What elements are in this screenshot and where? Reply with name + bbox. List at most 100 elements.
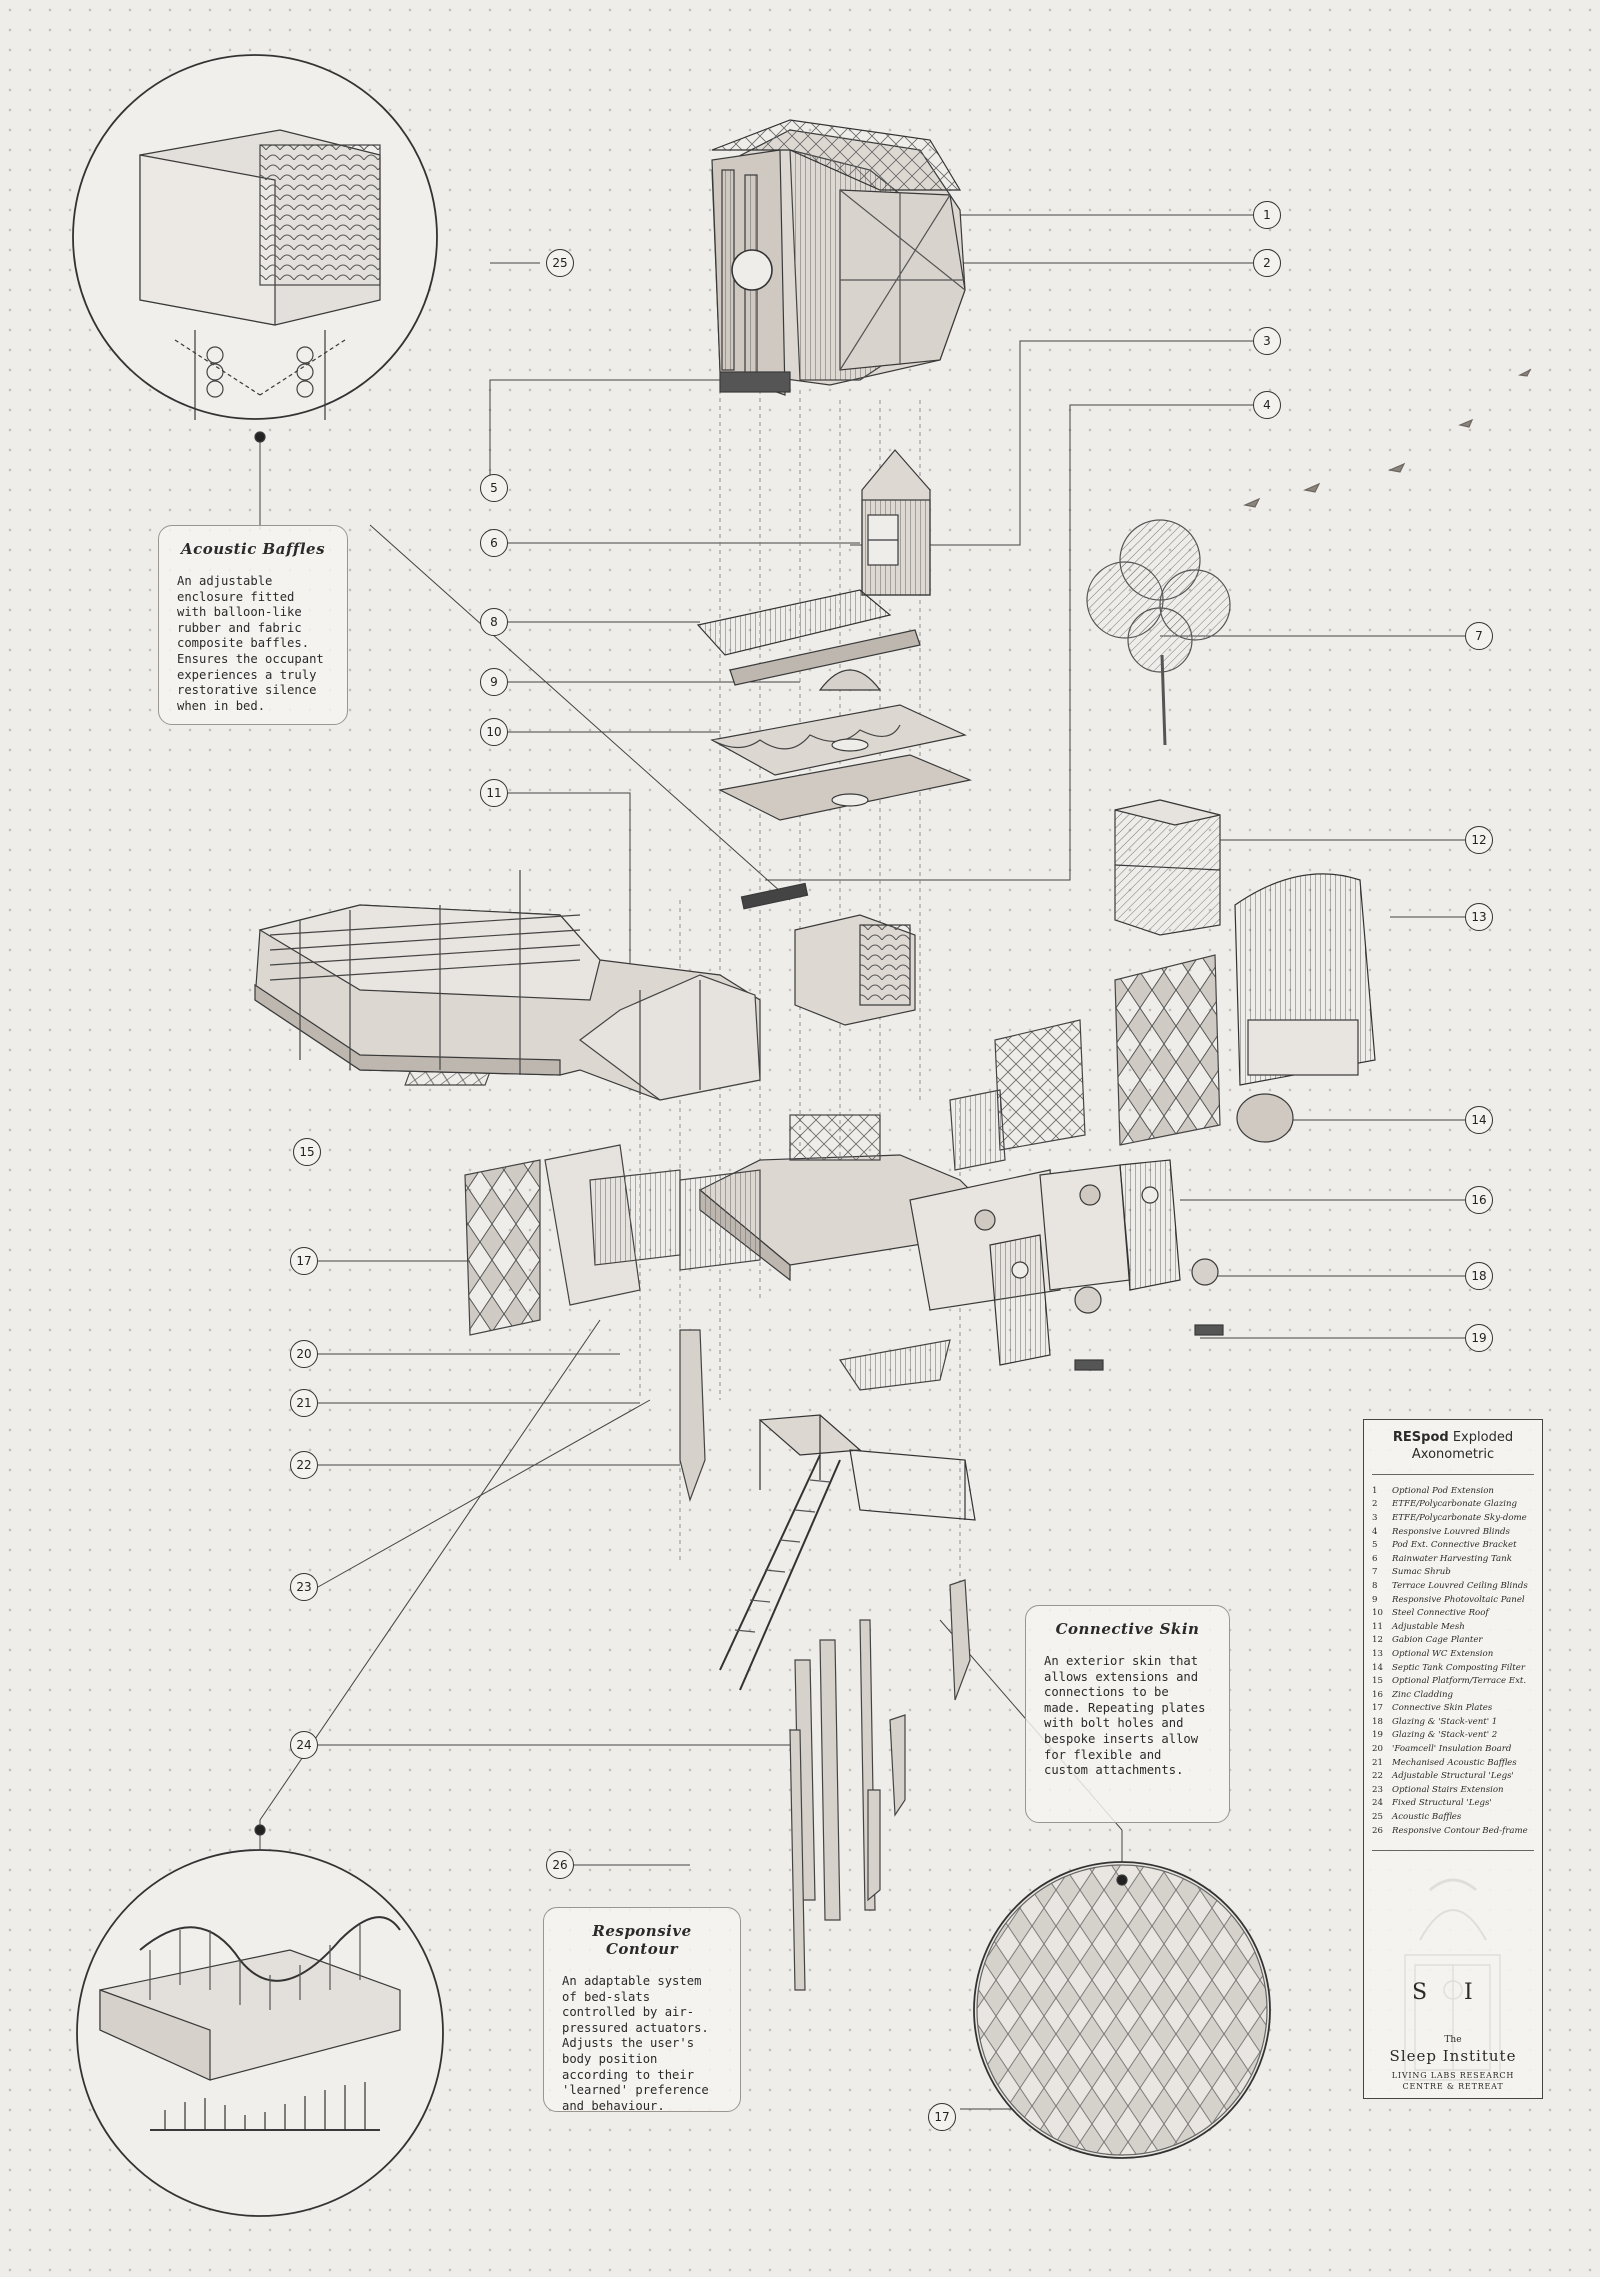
note-skin-title: Connective Skin xyxy=(1055,1620,1200,1638)
legend-item-text: ETFE/Polycarbonate Sky-dome xyxy=(1392,1512,1527,1523)
callout-12: 12 xyxy=(1465,826,1493,854)
baffle-enclosure xyxy=(794,914,916,1026)
callout-10: 10 xyxy=(480,718,508,746)
legend-item-text: Adjustable Structural 'Legs' xyxy=(1392,1771,1514,1782)
callout-7: 7 xyxy=(1465,622,1493,650)
callout-15: 15 xyxy=(293,1138,321,1166)
callout-11: 11 xyxy=(480,779,508,807)
legend-item-text: Zinc Cladding xyxy=(1392,1689,1454,1700)
legend-item-number: 26 xyxy=(1372,1825,1383,1836)
legend-item-text: Acoustic Baffles xyxy=(1392,1812,1462,1823)
legend-item: 3 ETFE/Polycarbonate Sky-dome xyxy=(1372,1512,1536,1526)
callout-13: 13 xyxy=(1465,903,1493,931)
leader-lines xyxy=(259,214,1465,2110)
legend-item-text: Terrace Louvred Ceiling Blinds xyxy=(1392,1580,1528,1591)
legend-item-text: Responsive Louvred Blinds xyxy=(1392,1526,1510,1537)
brand-name: Sleep Institute xyxy=(1389,2047,1517,2066)
note-skin-body: An exterior skin that allows extensions … xyxy=(1044,1654,1206,1778)
legend-item-number: 22 xyxy=(1372,1771,1383,1782)
legend-item: 21 Mechanised Acoustic Baffles xyxy=(1372,1757,1536,1771)
legend-item: 8 Terrace Louvred Ceiling Blinds xyxy=(1372,1580,1536,1594)
detail-circle-contour xyxy=(76,1824,444,2217)
legend-item-text: Fixed Structural 'Legs' xyxy=(1392,1798,1492,1809)
legend-item: 1 Optional Pod Extension xyxy=(1372,1485,1536,1499)
glazing-vents xyxy=(1074,1258,1224,1371)
legend-item: 22 Adjustable Structural 'Legs' xyxy=(1372,1770,1536,1784)
legend-item-number: 19 xyxy=(1372,1730,1383,1741)
callout-20: 20 xyxy=(290,1340,318,1368)
sumac-tree xyxy=(1086,519,1231,746)
callout-3: 3 xyxy=(1253,327,1281,355)
note-acoustic-title: Acoustic Baffles xyxy=(180,540,326,558)
legend-item-number: 15 xyxy=(1372,1676,1383,1687)
legend-panel: RESpod Exploded Axonometric 1 Optional Po… xyxy=(1363,1419,1543,2099)
note-acoustic-body: An adjustable enclosure fitted with ball… xyxy=(177,574,324,713)
legend-item-number: 12 xyxy=(1372,1635,1383,1646)
skydome xyxy=(818,669,882,691)
legend-item-number: 10 xyxy=(1372,1608,1383,1619)
structural-legs xyxy=(679,1329,971,1991)
legend-item-number: 25 xyxy=(1372,1812,1383,1823)
legend-item-text: Rainwater Harvesting Tank xyxy=(1392,1553,1512,1564)
gabion-planter xyxy=(1114,799,1221,936)
legend-title-bold: RESpod xyxy=(1392,1430,1449,1445)
louvre-panel xyxy=(949,1089,1006,1171)
callout-6: 6 xyxy=(480,529,508,557)
callout-2: 2 xyxy=(1253,249,1281,277)
note-contour-body: An adaptable system of bed-slats control… xyxy=(562,1974,709,2113)
brand-block: The Sleep Institute LIVING LABS RESEARCH… xyxy=(1364,2035,1542,2092)
legend-item-number: 2 xyxy=(1372,1499,1378,1510)
brand-sub-line2: CENTRE & RETREAT xyxy=(1402,2081,1504,2091)
legend-item-text: Sumac Shrub xyxy=(1392,1567,1451,1578)
legend-item-number: 20 xyxy=(1372,1744,1383,1755)
legend-item-text: Gabion Cage Planter xyxy=(1392,1635,1483,1646)
legend-item-number: 6 xyxy=(1372,1553,1378,1564)
legend-item-text: Septic Tank Composting Filter xyxy=(1392,1662,1525,1673)
legend-item-text: Mechanised Acoustic Baffles xyxy=(1392,1757,1517,1768)
diamond-facade xyxy=(1114,954,1221,1146)
legend-item-number: 5 xyxy=(1372,1540,1378,1551)
callout-4: 4 xyxy=(1253,391,1281,419)
legend-item-number: 18 xyxy=(1372,1716,1383,1727)
brand-sub-line1: LIVING LABS RESEARCH xyxy=(1391,2071,1515,2081)
detail-circle-skin xyxy=(973,1861,1271,2159)
brand-sub: LIVING LABS RESEARCH CENTRE & RETREAT xyxy=(1364,2071,1542,2092)
legend-item: 20'Foamcell' Insulation Board xyxy=(1372,1743,1536,1757)
note-connective-skin: Connective Skin An exterior skin that al… xyxy=(1025,1605,1230,1823)
legend-item-text: Optional WC Extension xyxy=(1392,1648,1494,1659)
legend-item: 25 Acoustic Baffles xyxy=(1372,1811,1536,1825)
callout-25: 25 xyxy=(546,249,574,277)
legend-item-number: 1 xyxy=(1372,1485,1378,1496)
callout-1: 1 xyxy=(1253,201,1281,229)
callout-9: 9 xyxy=(480,668,508,696)
callout-21: 21 xyxy=(290,1389,318,1417)
legend-divider xyxy=(1372,1473,1534,1475)
legend-title: RESpod Exploded Axonometric xyxy=(1364,1430,1542,1464)
legend-item-number: 3 xyxy=(1372,1512,1378,1523)
wall-layers xyxy=(464,1144,761,1336)
legend-item-number: 8 xyxy=(1372,1580,1378,1591)
note-acoustic-baffles: Acoustic Baffles An adjustable enclosure… xyxy=(158,525,348,725)
legend-item-number: 23 xyxy=(1372,1784,1383,1795)
legend-item-text: Optional Pod Extension xyxy=(1392,1485,1494,1496)
panel-grid xyxy=(994,1019,1086,1151)
legend-title-line2: Axonometric xyxy=(1411,1446,1495,1462)
legend-item-number: 21 xyxy=(1372,1757,1383,1768)
note-contour-title: Responsive Contour xyxy=(592,1922,692,1958)
louvred-ceiling xyxy=(696,589,921,686)
